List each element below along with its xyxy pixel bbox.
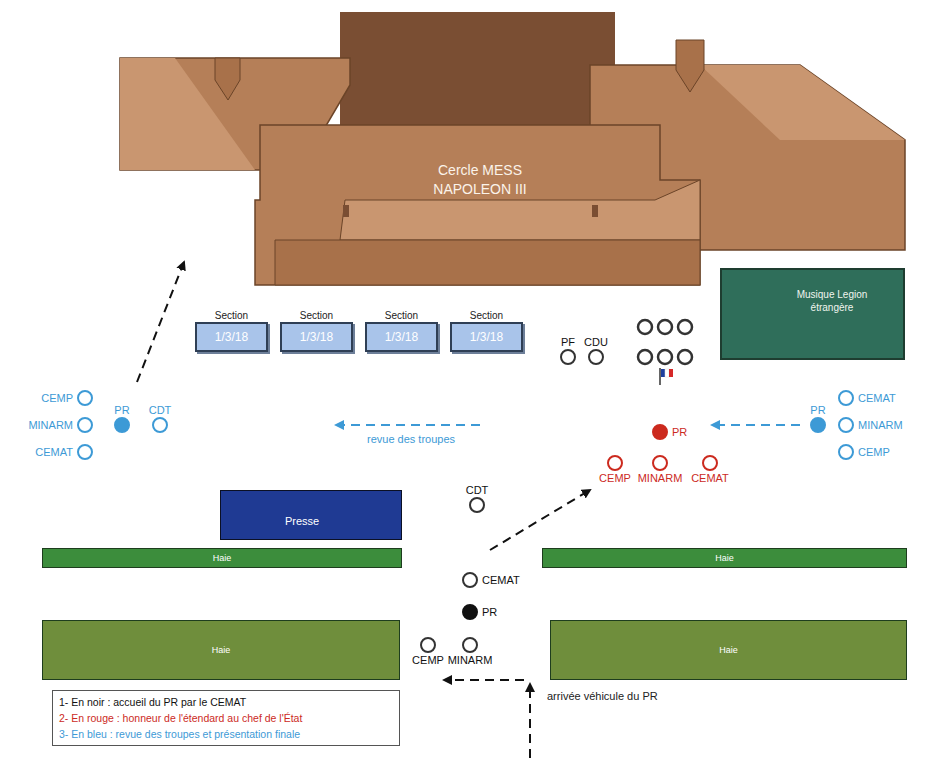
troop-section: Section1/3/18: [450, 322, 523, 352]
building-label: Cercle MESS NAPOLEON III: [400, 150, 560, 210]
position-label: PR: [482, 606, 497, 618]
position-circle: CEMP: [77, 390, 93, 406]
hedge-name: Haie: [212, 645, 231, 655]
position-circle: CEMAT: [77, 444, 93, 460]
hedge-band: Haie: [550, 620, 907, 680]
position-circle: CEMAT: [702, 455, 718, 471]
band-area: Musique Legion étrangère: [720, 268, 905, 360]
position-circle: MINARM: [838, 417, 854, 433]
position-label: MINARM: [638, 472, 683, 484]
position-label: CEMAT: [35, 446, 73, 458]
section-heading: Section: [215, 310, 248, 321]
position-label: CEMAT: [691, 472, 729, 484]
position-label: MINARM: [858, 419, 903, 431]
position-circle: CEMAT: [462, 572, 478, 588]
position-label: PR: [672, 426, 687, 438]
troop-section: Section1/3/18: [280, 322, 353, 352]
position-circle: PR: [810, 417, 826, 433]
troop-section: Section1/3/18: [365, 322, 438, 352]
press-name: Presse: [285, 515, 319, 527]
position-label: CEMP: [41, 392, 73, 404]
review-arrows: [336, 424, 800, 426]
section-heading: Section: [385, 310, 418, 321]
position-circle: CEMAT: [838, 390, 854, 406]
position-circle: CDT: [469, 497, 485, 513]
review-label: revue des troupes: [365, 433, 457, 445]
hedge-band: Haie: [542, 548, 907, 568]
troop-section: Section1/3/18: [195, 322, 268, 352]
section-heading: Section: [300, 310, 333, 321]
position-circle: PR: [114, 417, 130, 433]
hedge-band: Haie: [42, 620, 400, 680]
flag: [660, 368, 673, 385]
position-label: CEMAT: [482, 574, 520, 586]
position-label: CEMP: [412, 654, 444, 666]
band-name: Musique Legion étrangère: [777, 288, 887, 314]
legend-entry: 3- En bleu : revue des troupes et présen…: [59, 726, 393, 742]
legend-box: 1- En noir : accueil du PR par le CEMAT 2…: [52, 690, 400, 746]
hedge-name: Haie: [213, 553, 232, 563]
position-label: CEMAT: [858, 392, 896, 404]
section-number: 1/3/18: [300, 330, 333, 344]
position-label: CEMP: [858, 446, 890, 458]
position-label: PF: [561, 336, 575, 348]
position-label: PR: [114, 404, 129, 416]
hedge-band: Haie: [42, 548, 402, 568]
legend-text: 1- En noir : accueil du PR par le CEMAT: [59, 696, 246, 708]
position-circle: MINARM: [652, 455, 668, 471]
movement-arrows: [137, 262, 590, 758]
section-number: 1/3/18: [470, 330, 503, 344]
position-circle: PR: [462, 604, 478, 620]
press-area: Presse: [220, 490, 402, 540]
position-label: CDU: [584, 336, 608, 348]
position-label: CDT: [466, 484, 489, 496]
position-circle: CEMP: [420, 637, 436, 653]
building-name: Cercle MESS NAPOLEON III: [420, 161, 540, 199]
hedge-name: Haie: [719, 645, 738, 655]
section-number: 1/3/18: [215, 330, 248, 344]
legend-text: 2- En rouge : honneur de l'étendard au c…: [59, 712, 302, 724]
legend-entry: 1- En noir : accueil du PR par le CEMAT: [59, 694, 393, 710]
position-circle: CEMP: [838, 444, 854, 460]
legend-entry: 2- En rouge : honneur de l'étendard au c…: [59, 710, 393, 726]
arrival-label: arrivée véhicule du PR: [545, 690, 660, 702]
section-heading: Section: [470, 310, 503, 321]
position-circle: CDU: [588, 349, 604, 365]
position-label: CDT: [149, 404, 172, 416]
position-circle: MINARM: [77, 417, 93, 433]
section-number: 1/3/18: [385, 330, 418, 344]
position-circle: PR: [652, 424, 668, 440]
position-circle: CDT: [152, 417, 168, 433]
hedge-name: Haie: [715, 553, 734, 563]
position-circle: CEMP: [607, 455, 623, 471]
position-label: PR: [810, 404, 825, 416]
building-roofs: [120, 12, 905, 285]
unlabeled-positions: [638, 320, 692, 364]
position-label: MINARM: [28, 419, 73, 431]
legend-text: 3- En bleu : revue des troupes et présen…: [59, 728, 300, 740]
position-circle: MINARM: [462, 637, 478, 653]
position-circle: PF: [560, 349, 576, 365]
position-label: MINARM: [448, 654, 493, 666]
position-label: CEMP: [599, 472, 631, 484]
